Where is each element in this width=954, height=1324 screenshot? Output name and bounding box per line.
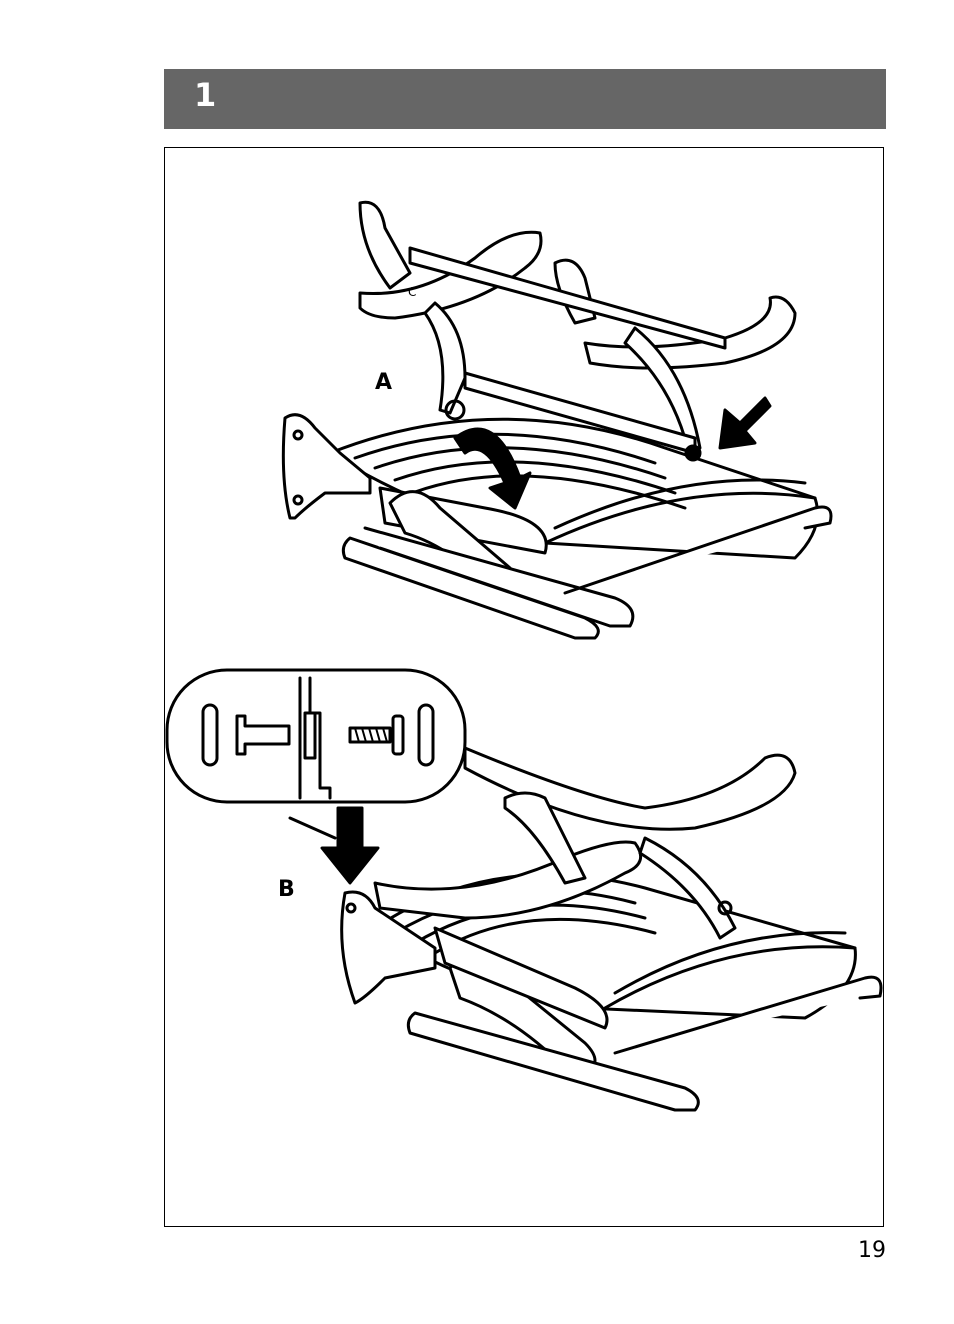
- step-header-bar: 1: [164, 69, 886, 129]
- illustration-frame: C A B: [164, 147, 884, 1227]
- page-number: 19: [858, 1238, 886, 1263]
- figure-b-chair: [167, 670, 881, 1110]
- assembly-illustration: C: [165, 148, 885, 1228]
- step-number: 1: [194, 76, 216, 114]
- figure-label-a: A: [375, 370, 392, 395]
- figure-label-b: B: [278, 877, 295, 902]
- figure-a-chair: [283, 202, 831, 638]
- part-mark: C: [408, 285, 416, 299]
